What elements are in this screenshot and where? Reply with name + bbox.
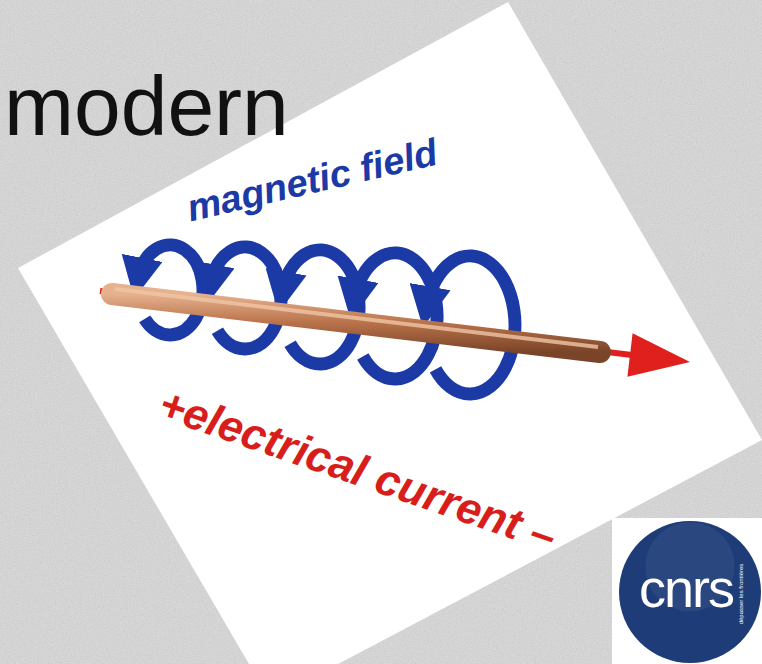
- logo-disc: [619, 521, 761, 663]
- title-word: modern: [4, 64, 289, 148]
- logo-circle: cnrs dépasser les frontières: [618, 520, 762, 664]
- current-arrow-line: [100, 291, 632, 355]
- logo-wordmark: cnrs: [639, 561, 733, 615]
- current-label: +electrical current –: [154, 381, 563, 558]
- logo-tagline: dépasser les frontières: [738, 564, 744, 625]
- copper-wire: [112, 294, 600, 352]
- logo-ground: [612, 518, 762, 664]
- wire-highlight: [115, 289, 598, 347]
- current-arrowhead: [627, 333, 690, 377]
